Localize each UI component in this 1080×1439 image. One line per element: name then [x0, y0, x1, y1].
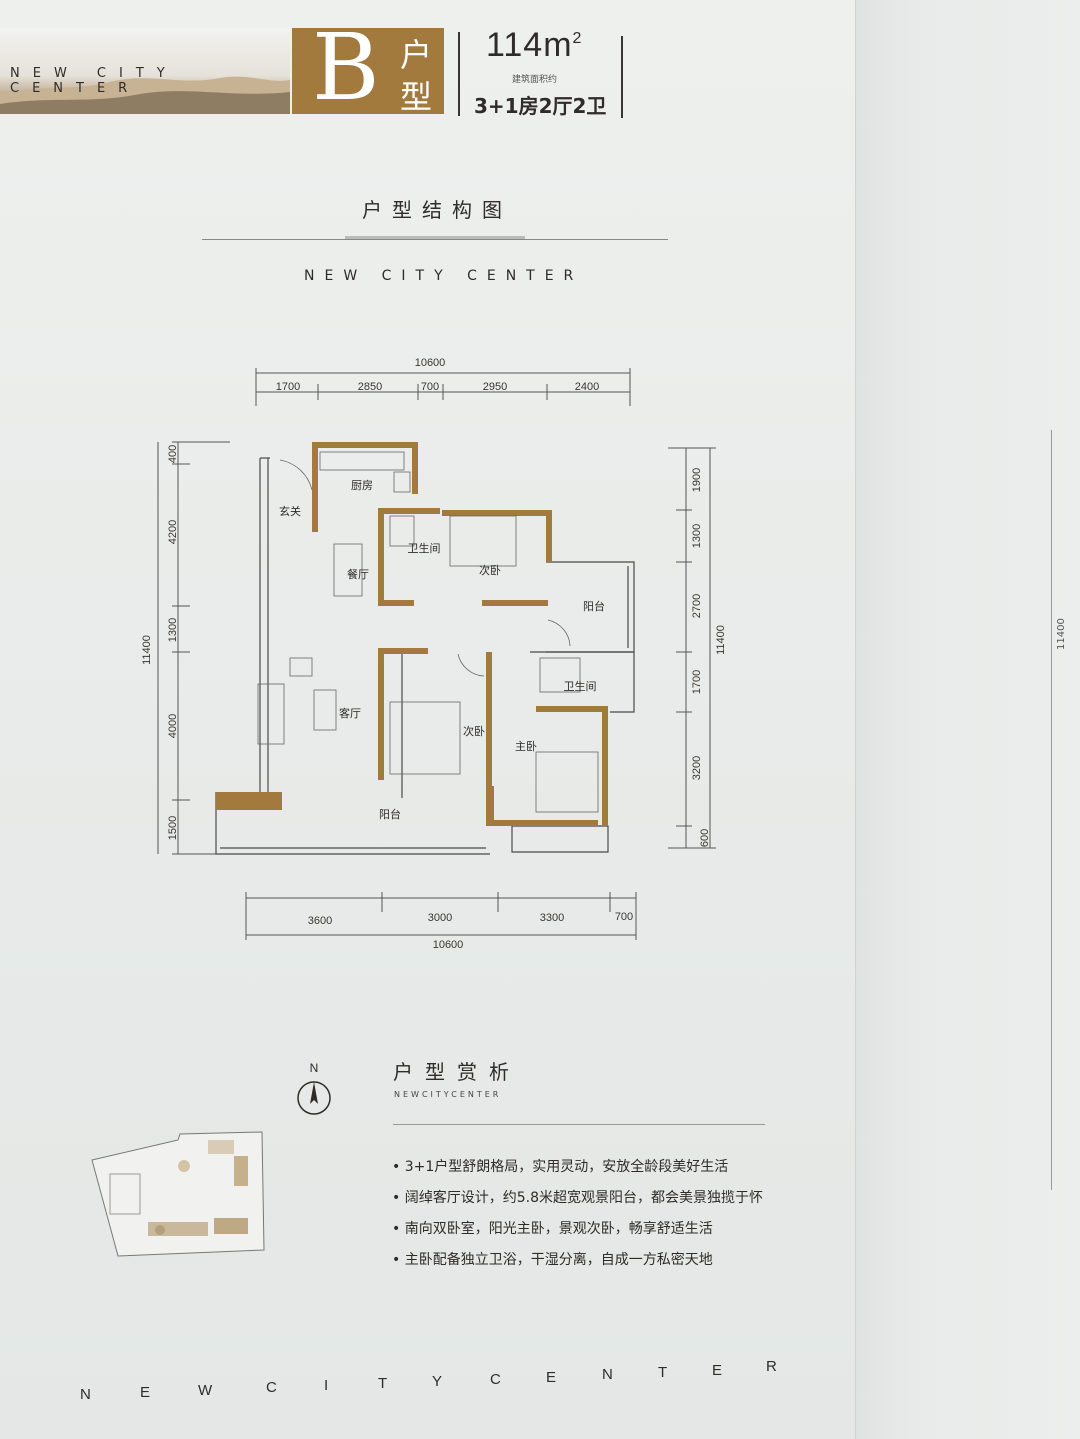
- structure-rule-accent: [345, 236, 525, 239]
- mountain-illustration: [0, 76, 290, 114]
- right-dim-1: 1900: [691, 468, 703, 492]
- structure-rule: [202, 239, 668, 240]
- footer-letter: E: [140, 1384, 151, 1401]
- unit-char-hu: 户: [400, 36, 433, 74]
- compass-icon: N: [297, 1061, 331, 1115]
- room-bedroom-2: 次卧: [479, 563, 501, 577]
- right-dim-4: 1700: [691, 670, 703, 694]
- unit-type-block: [292, 28, 444, 114]
- footer-letter: I: [324, 1377, 329, 1394]
- room-dining: 餐厅: [347, 567, 369, 581]
- footer-letter: T: [658, 1364, 668, 1381]
- top-dim-5: 2400: [575, 381, 599, 393]
- left-dim-4: 4000: [167, 714, 179, 738]
- right-dim-6: 600: [699, 829, 711, 847]
- analysis-point: 3+1户型舒朗格局，实用灵动，安放全龄段美好生活: [392, 1152, 822, 1183]
- footer-letter: E: [546, 1369, 557, 1386]
- top-dimensions: [255, 368, 631, 406]
- structure-title: 户型结构图: [362, 198, 512, 222]
- adjacent-dim-line: [1051, 430, 1052, 1190]
- room-balcony-bottom: 阳台: [379, 807, 401, 821]
- left-dim-2: 4200: [167, 520, 179, 544]
- left-dim-3: 1300: [167, 618, 179, 642]
- site-plan-map: [91, 1131, 265, 1257]
- footer-letter: C: [490, 1371, 501, 1388]
- top-dim-3: 700: [421, 381, 439, 393]
- bottom-total-dim: 10600: [433, 939, 464, 951]
- furniture: [257, 451, 599, 813]
- header-english-text: NEW CITY CENTER: [10, 66, 178, 96]
- structure-subtitle: NEW CITY CENTER: [304, 268, 584, 284]
- floor-plan: 10600 1700 2850 700 2950 2400 11400 400 …: [141, 357, 727, 951]
- footer-letter: W: [198, 1382, 213, 1399]
- left-total-dim: 11400: [141, 635, 153, 665]
- analysis-subtitle: NEWCITYCENTER: [394, 1090, 502, 1099]
- footer-letter: C: [266, 1379, 277, 1396]
- header-divider-right: [621, 36, 623, 118]
- adjacent-page: 11400: [855, 0, 1080, 1439]
- room-entrance: 玄关: [279, 504, 301, 518]
- bottom-dim-1: 3600: [308, 915, 332, 927]
- analysis-point: 阔绰客厅设计，约5.8米超宽观景阳台，都会美景独揽于怀: [392, 1183, 822, 1214]
- top-dim-4: 2950: [483, 381, 507, 393]
- analysis-rule: [393, 1124, 765, 1125]
- right-total-dim: 11400: [715, 625, 727, 655]
- footer-letter: N: [602, 1366, 613, 1383]
- bottom-dimensions: [245, 892, 637, 940]
- footer-letter: R: [766, 1358, 777, 1375]
- room-kitchen: 厨房: [351, 479, 373, 492]
- right-dimensions: [668, 447, 716, 849]
- right-dim-5: 3200: [691, 756, 703, 780]
- analysis-title: 户型赏析: [393, 1060, 521, 1084]
- adjacent-dim-label: 11400: [1056, 618, 1067, 650]
- right-dim-2: 1300: [691, 524, 703, 548]
- room-bath-2: 卫生间: [564, 679, 597, 693]
- analysis-points: 3+1户型舒朗格局，实用灵动，安放全龄段美好生活 阔绰客厅设计，约5.8米超宽观…: [392, 1152, 822, 1276]
- room-bedroom-3: 次卧: [463, 724, 485, 738]
- header-divider-left: [458, 32, 460, 116]
- analysis-point: 主卧配备独立卫浴，干湿分离，自成一方私密天地: [392, 1245, 822, 1276]
- area-note: 建筑面积约: [512, 75, 558, 85]
- bottom-dim-2: 3000: [428, 912, 452, 924]
- analysis-point: 南向双卧室，阳光主卧，景观次卧，畅享舒适生活: [392, 1214, 822, 1245]
- right-dim-3: 2700: [691, 594, 703, 618]
- top-dim-1: 1700: [276, 381, 300, 393]
- plan-walls: [216, 442, 608, 826]
- top-dim-2: 2850: [358, 381, 382, 393]
- footer-letter: Y: [432, 1373, 443, 1390]
- room-balcony-right: 阳台: [583, 599, 605, 613]
- footer-letter: E: [712, 1362, 723, 1379]
- left-dim-1: 400: [167, 445, 179, 463]
- bottom-dim-4: 700: [615, 911, 633, 923]
- room-master: 主卧: [515, 740, 537, 753]
- header-landscape-band: NEW CITY CENTER: [0, 28, 290, 114]
- room-living: 客厅: [339, 706, 361, 720]
- bottom-dim-3: 3300: [540, 912, 564, 924]
- unit-area: 114m2: [486, 26, 583, 64]
- unit-char-xing: 型: [400, 78, 433, 116]
- room-bath-1: 卫生间: [408, 541, 441, 555]
- top-total-dim: 10600: [415, 357, 446, 369]
- unit-letter: B: [312, 14, 380, 121]
- left-dim-5: 1500: [167, 816, 179, 840]
- footer-letter: T: [378, 1375, 388, 1392]
- footer-letter: N: [80, 1386, 91, 1403]
- unit-layout: 3+1房2厅2卫: [474, 94, 607, 118]
- compass-label: N: [310, 1061, 319, 1075]
